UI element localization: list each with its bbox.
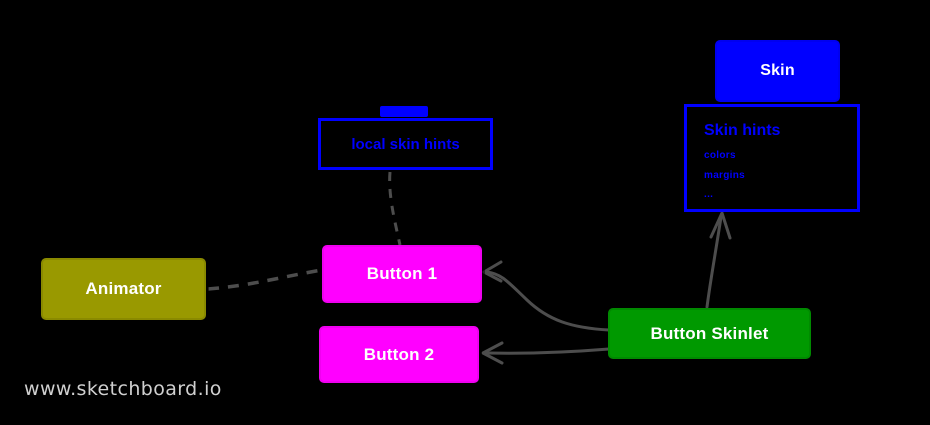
node-local-skin-hints-label: local skin hints (351, 135, 460, 153)
node-button-skinlet-label: Button Skinlet (650, 323, 769, 343)
arrowhead-skinlet-to-button2 (481, 341, 504, 365)
node-skin-hints[interactable]: Skin hints colors margins ... (684, 104, 860, 212)
skin-hints-item-ellipsis: ... (704, 189, 714, 200)
arrowhead-skinlet-to-button1 (482, 260, 503, 283)
node-local-skin-hints[interactable]: local skin hints (318, 118, 493, 170)
arrowhead-skinlet-to-skinhints (709, 211, 732, 240)
node-animator-label: Animator (85, 279, 162, 298)
skin-hints-title: Skin hints (704, 122, 781, 139)
skin-hints-item-colors: colors (704, 150, 736, 161)
connector-skinlet-to-skinhints (705, 215, 723, 309)
node-button-2[interactable]: Button 2 (319, 326, 479, 383)
node-button-1-label: Button 1 (366, 264, 438, 283)
node-skin[interactable]: Skin (715, 40, 840, 102)
note-tab-icon (380, 106, 428, 117)
watermark: www.sketchboard.io (24, 378, 222, 400)
node-button-1[interactable]: Button 1 (322, 245, 482, 303)
connector-skinlet-to-button2 (485, 347, 611, 355)
node-button-2-label: Button 2 (363, 344, 435, 364)
node-skin-label: Skin (760, 62, 795, 79)
node-button-skinlet[interactable]: Button Skinlet (608, 308, 811, 359)
connector-animator-to-button1 (207, 268, 323, 291)
node-animator[interactable]: Animator (41, 258, 206, 320)
connector-skinlet-to-button1 (485, 270, 611, 332)
skin-hints-item-margins: margins (704, 169, 746, 181)
connector-localhints-to-button1 (388, 171, 402, 246)
